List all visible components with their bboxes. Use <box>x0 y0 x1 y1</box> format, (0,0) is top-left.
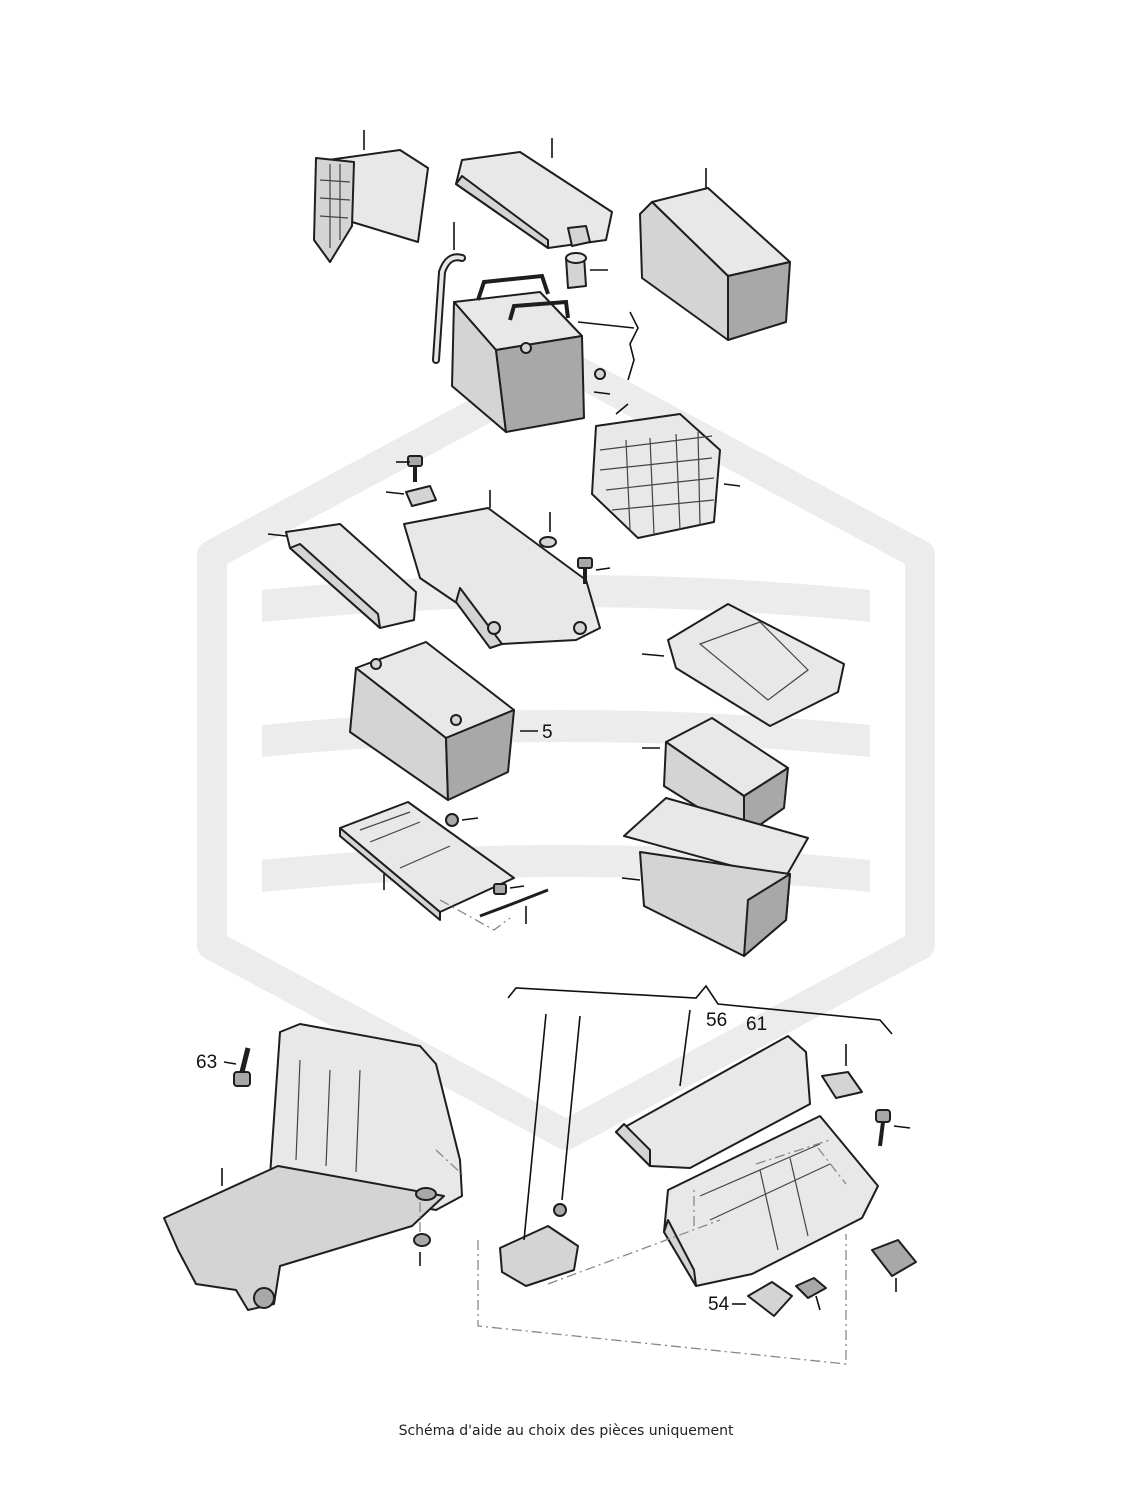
leader-line <box>593 391 611 395</box>
battery-right <box>663 717 789 837</box>
assembly-dash <box>419 1149 465 1232</box>
nut <box>445 813 459 827</box>
leader-line <box>267 533 287 537</box>
battery-base-tray <box>339 801 515 921</box>
battery-side-grid-cover <box>313 149 429 263</box>
nut-small <box>553 1203 567 1217</box>
watermark <box>197 350 935 1150</box>
vent-hose <box>432 253 466 364</box>
leader-line <box>523 1013 547 1241</box>
terminal-cap <box>565 252 587 289</box>
leader-line <box>815 1295 821 1311</box>
leader-line <box>577 321 635 329</box>
fuse-holder <box>821 1071 863 1099</box>
grommet <box>413 1233 431 1247</box>
leader-line <box>723 483 741 487</box>
battery-tray <box>403 507 601 649</box>
screw <box>875 1109 891 1147</box>
leader-line <box>461 817 479 821</box>
terminal-block <box>499 1225 579 1287</box>
diagram-caption: Schéma d'aide au choix des pièces unique… <box>398 1423 734 1439</box>
leader-line <box>679 1009 691 1087</box>
leader-line <box>561 1015 581 1201</box>
hold-down-clamp <box>405 485 437 507</box>
leader-line <box>595 567 611 571</box>
part-number-5: 5 <box>542 722 553 743</box>
leader-line <box>385 491 405 495</box>
battery-mounting-bracket <box>163 1023 463 1311</box>
leader-line <box>641 653 665 657</box>
washer <box>539 536 557 548</box>
battery-support-bracket <box>285 523 417 629</box>
assembly-dash <box>439 899 511 931</box>
fuse-box-base <box>663 1115 879 1287</box>
part-number-54: 54 <box>708 1294 730 1315</box>
battery-5 <box>349 641 515 801</box>
battery-insulation-pad <box>667 603 845 727</box>
part-number-63: 63 <box>196 1052 217 1073</box>
mounting-bolt-63 <box>233 1047 251 1087</box>
leader-line <box>509 885 525 889</box>
bracket-line <box>627 311 639 381</box>
fuse-clip <box>795 1277 827 1299</box>
leader-line <box>893 1125 911 1129</box>
battery-box-tub <box>623 797 809 957</box>
relay-54 <box>747 1281 793 1317</box>
clamp-rod <box>479 888 549 918</box>
group-bracket <box>507 984 893 1035</box>
battery-upper <box>451 273 585 433</box>
bolt-small <box>594 368 606 380</box>
battery-housing-box <box>639 187 791 341</box>
battery-top-cover <box>455 151 613 249</box>
hold-down-bolt <box>407 455 423 482</box>
part-number-61: 61 <box>746 1014 767 1035</box>
clamp-bolt <box>493 883 507 895</box>
tray-bolt <box>577 557 593 584</box>
part-number-56: 56 <box>706 1010 727 1031</box>
fuse-box-cover <box>615 1035 811 1169</box>
leader-line <box>223 1061 237 1065</box>
assembly-dash <box>477 1234 847 1365</box>
connector <box>871 1239 917 1277</box>
leader-line <box>615 403 629 415</box>
leader-line <box>621 877 641 881</box>
battery-insulating-grid <box>591 413 721 539</box>
